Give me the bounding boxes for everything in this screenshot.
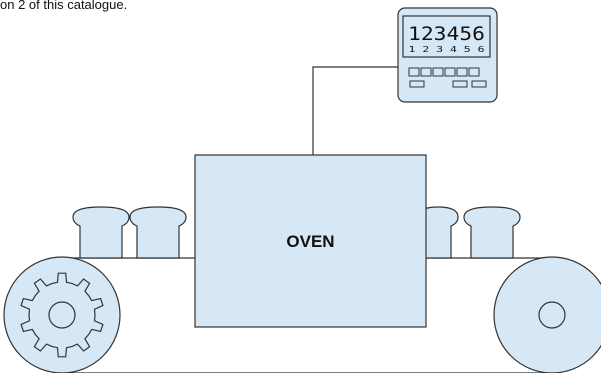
bread-loaves-left <box>72 206 187 259</box>
counter-key-button[interactable] <box>432 67 444 77</box>
bread-loaf <box>72 206 130 259</box>
counter-key-button[interactable] <box>456 67 468 77</box>
bread-loaves-right <box>417 206 521 259</box>
bread-loaf <box>463 206 521 259</box>
counter-key-button[interactable] <box>420 67 432 77</box>
counter-main-display: 123456 <box>408 23 485 45</box>
counter-function-button[interactable] <box>409 80 425 88</box>
right-wheel-hub <box>538 301 566 329</box>
counter-key-button[interactable] <box>468 67 480 77</box>
gear-hub <box>48 301 76 329</box>
counter-sub-display: 1 2 3 4 5 6 <box>409 45 485 54</box>
counter-display-window <box>402 15 491 58</box>
oven-label: OVEN <box>286 232 334 251</box>
caption-text: on 2 of this catalogue. <box>0 0 128 12</box>
connection-wire <box>312 66 398 155</box>
counter-key-button[interactable] <box>408 67 420 77</box>
oven-body <box>194 154 427 328</box>
idler-wheel-right <box>493 256 601 373</box>
counter-buttons <box>408 67 487 88</box>
drive-wheel-left <box>3 256 121 373</box>
counter-function-button[interactable] <box>471 80 487 88</box>
bread-loaf <box>129 206 187 259</box>
counter-key-button[interactable] <box>444 67 456 77</box>
counter-function-button[interactable] <box>452 80 468 88</box>
counter-device: 123456 1 2 3 4 5 6 <box>397 7 498 103</box>
oven: OVEN <box>194 154 427 328</box>
